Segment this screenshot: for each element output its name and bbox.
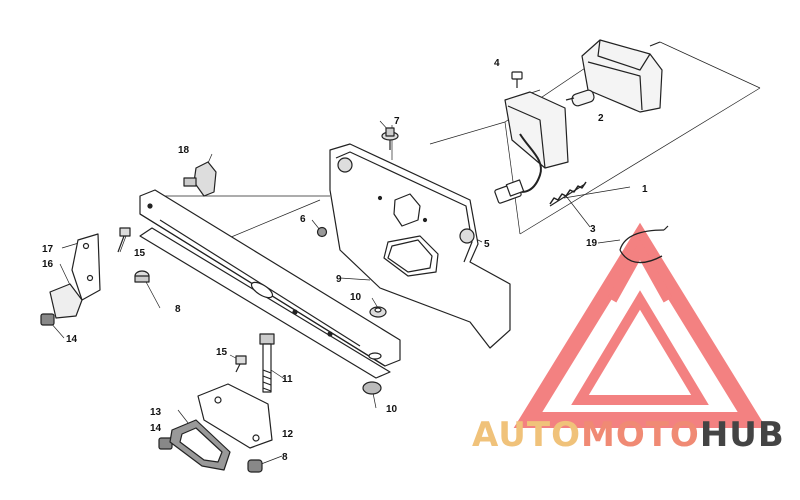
callout-3: 3 (590, 224, 596, 235)
callout-15-bottom: 15 (216, 347, 228, 358)
bolt-11 (259, 333, 275, 393)
callout-labels: 1 2 3 4 5 6 7 8 8 9 10 10 11 12 13 14 14… (42, 58, 648, 463)
watermark-auto: AUTO (472, 415, 581, 455)
parts (40, 39, 669, 473)
callout-16: 16 (42, 259, 54, 270)
callout-10-bottom: 10 (386, 404, 398, 415)
plate-bracket (329, 143, 511, 349)
gasket-13 (169, 419, 231, 471)
callout-7: 7 (394, 116, 400, 127)
nut-6 (316, 226, 328, 238)
spacer-8-bottom (247, 459, 263, 473)
spacer-8-top (134, 270, 150, 283)
callout-11: 11 (282, 374, 293, 385)
callout-4: 4 (494, 58, 500, 69)
bulb (565, 89, 595, 107)
callout-17: 17 (42, 244, 54, 255)
watermark-moto: MOTO (581, 415, 700, 455)
bolt-15-top (117, 227, 131, 253)
bolt-7 (381, 127, 399, 150)
watermark-hub: HUB (700, 415, 785, 455)
callout-14-left: 14 (66, 334, 78, 345)
callout-14-bottom: 14 (150, 423, 162, 434)
callout-8-bottom: 8 (282, 452, 288, 463)
washer-10-top (369, 306, 387, 318)
callout-2: 2 (598, 113, 604, 124)
callout-9: 9 (336, 274, 342, 285)
watermark-text: AUTOMOTOHUB (472, 415, 785, 455)
callout-15-top: 15 (134, 248, 146, 259)
spring (549, 181, 587, 207)
callout-19: 19 (586, 238, 598, 249)
callout-12: 12 (282, 429, 294, 440)
clip-19 (619, 225, 669, 264)
callout-1: 1 (642, 184, 648, 195)
lamp-housing (494, 91, 569, 204)
nut-14-left (40, 313, 55, 326)
washer-plate-16 (49, 283, 83, 319)
callout-5: 5 (484, 239, 490, 250)
callout-18: 18 (178, 145, 190, 156)
lower-bracket (197, 383, 273, 449)
bolt-15-bottom (235, 355, 247, 373)
callout-13: 13 (150, 407, 162, 418)
taillight-lens (581, 39, 663, 113)
callout-8-top: 8 (175, 304, 181, 315)
watermark-logo (513, 222, 767, 428)
screw-4 (511, 71, 523, 88)
left-bracket (71, 233, 101, 301)
support-bar (139, 189, 401, 379)
knob-18 (183, 161, 217, 197)
washer-10-bottom (362, 381, 382, 395)
callout-6: 6 (300, 214, 306, 225)
callout-10-top: 10 (350, 292, 362, 303)
